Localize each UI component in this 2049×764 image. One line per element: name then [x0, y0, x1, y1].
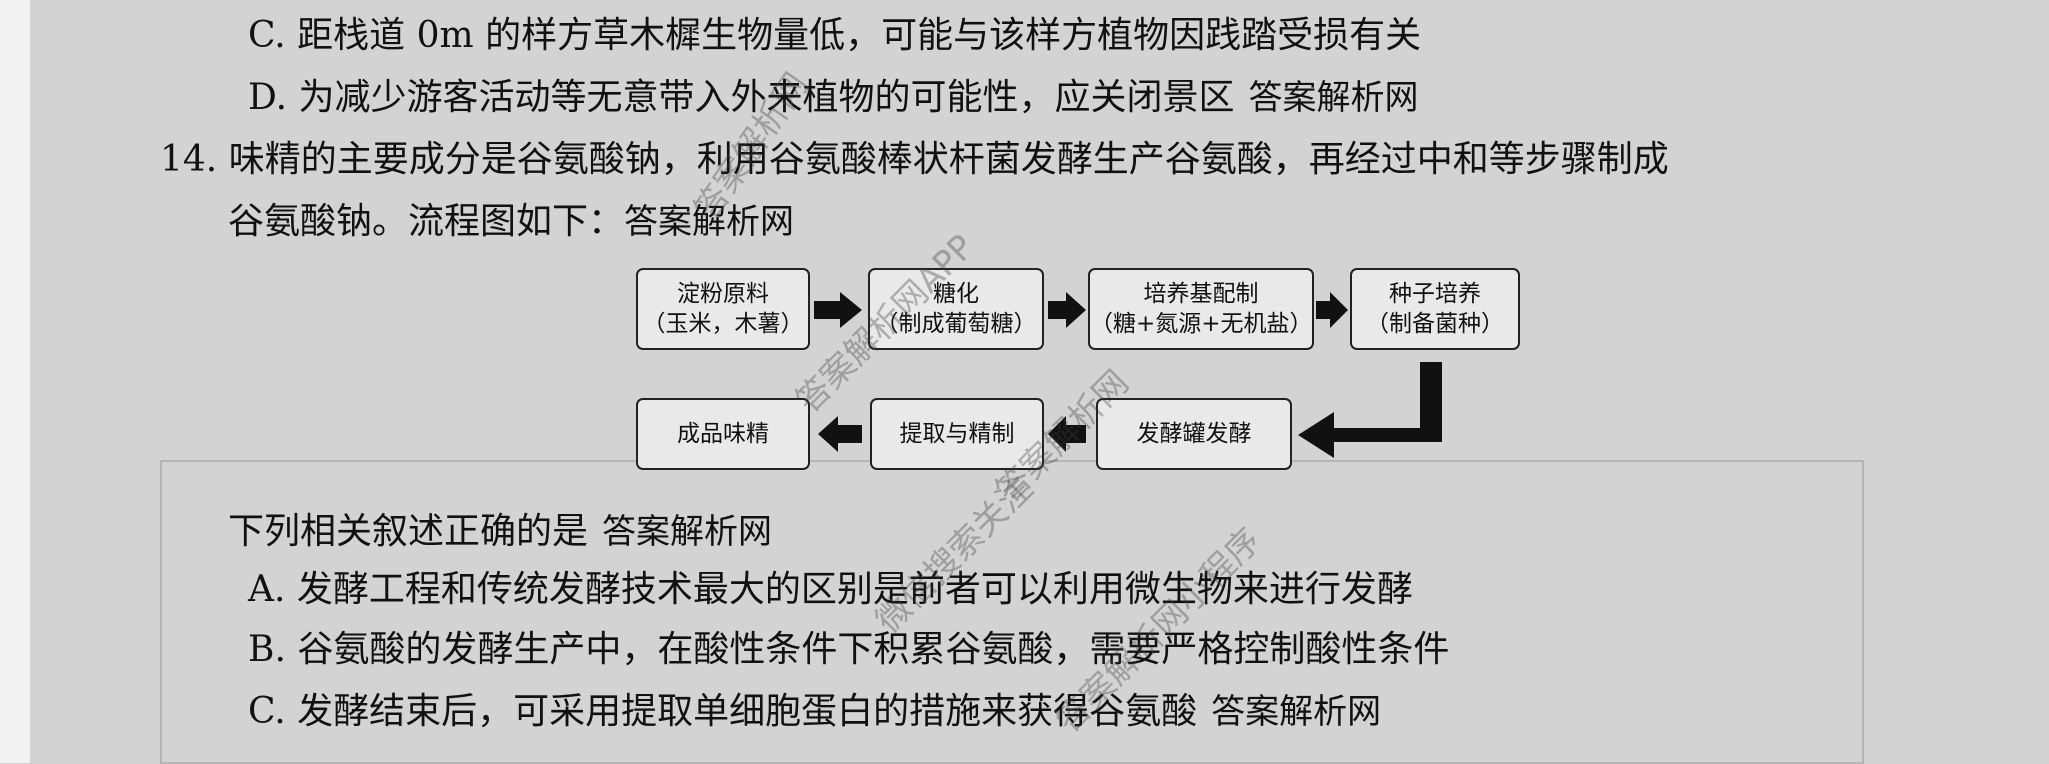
flow-box-label: 发酵罐发酵 [1136, 421, 1252, 447]
option-b: B. 谷氨酸的发酵生产中，在酸性条件下积累谷氨酸，需要严格控制酸性条件 [248, 629, 1450, 670]
flow-box-sublabel: （制备菌种） [1366, 311, 1504, 337]
inline-watermark: 答案解析网 [1248, 78, 1419, 118]
arrow-left-icon [818, 416, 862, 452]
flow-box-label: 培养基配制 [1143, 281, 1259, 307]
flow-box-seed-culture: 种子培养 （制备菌种） [1350, 268, 1520, 350]
option-c: C. 发酵结束后，可采用提取单细胞蛋白的措施来获得谷氨酸答案解析网 [248, 691, 1382, 732]
flow-box-sublabel: （制成葡萄糖） [875, 311, 1037, 337]
flow-box-label: 淀粉原料 [677, 281, 769, 307]
inline-watermark: 答案解析网 [1211, 692, 1382, 732]
question-14-stem-cont: 谷氨酸钠。流程图如下：答案解析网 [228, 201, 795, 242]
option-a: A. 发酵工程和传统发酵技术最大的区别是前者可以利用微生物来进行发酵 [248, 569, 1413, 610]
flow-box-saccharification: 糖化 （制成葡萄糖） [868, 268, 1044, 350]
arrow-right-icon [1316, 292, 1348, 328]
flow-box-extraction: 提取与精制 [870, 398, 1044, 470]
arrow-left-icon [1048, 416, 1086, 452]
flow-box-product: 成品味精 [636, 398, 810, 470]
flow-box-sublabel: （糖+氮源+无机盐） [1090, 311, 1313, 337]
flow-box-label: 种子培养 [1389, 281, 1481, 307]
inline-watermark: 答案解析网 [624, 202, 795, 242]
flow-box-label: 糖化 [933, 281, 979, 307]
arrow-right-icon [814, 292, 862, 328]
inline-watermark: 答案解析网 [602, 512, 773, 552]
flow-box-sublabel: （玉米，木薯） [642, 311, 804, 337]
flow-box-label: 提取与精制 [899, 421, 1015, 447]
page-margin [0, 0, 30, 763]
flow-box-label: 成品味精 [677, 421, 769, 447]
arrow-right-icon [1048, 292, 1086, 328]
flow-box-raw-material: 淀粉原料 （玉米，木薯） [636, 268, 810, 350]
elbow-arrow-icon [1298, 362, 1442, 458]
flow-box-medium-prep: 培养基配制 （糖+氮源+无机盐） [1088, 268, 1314, 350]
option-prev-c: C. 距栈道 0m 的样方草木樨生物量低，可能与该样方植物因践踏受损有关 [248, 15, 1422, 56]
question-14-stem: 14. 味精的主要成分是谷氨酸钠，利用谷氨酸棒状杆菌发酵生产谷氨酸，再经过中和等… [160, 139, 1669, 180]
option-prev-d: D. 为减少游客活动等无意带入外来植物的可能性，应关闭景区答案解析网 [248, 77, 1419, 118]
flow-box-fermentation: 发酵罐发酵 [1096, 398, 1292, 470]
question-prompt: 下列相关叙述正确的是答案解析网 [228, 511, 773, 552]
